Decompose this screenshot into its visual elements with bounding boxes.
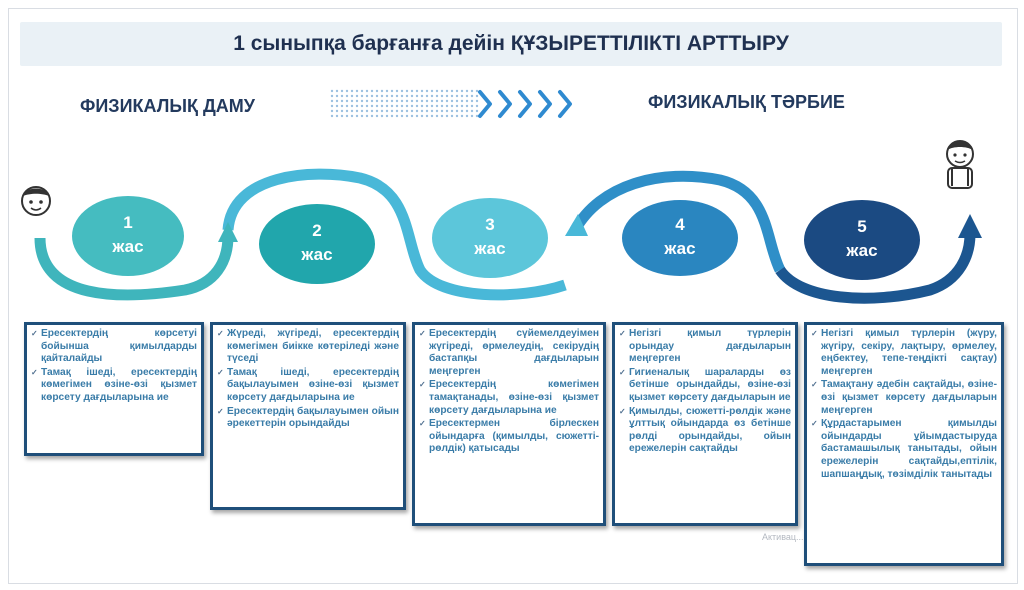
stage-4-unit: жас [663, 239, 695, 258]
arc-1-to-2 [34, 235, 234, 301]
arc-3-to-4 [570, 170, 786, 273]
list-item: Ересектердің көмегімен тамақтанады, өзін… [419, 379, 599, 417]
stage-1-list: Ересектердің көрсетуі бойынша қимылдарды… [31, 328, 197, 405]
stage-4-list: Негізгі қимыл түрлерін орындау дағдылары… [619, 328, 791, 456]
slide-title: 1 сыныпқа барғанға дейін ҚҰЗЫРЕТТІЛІКТІ … [233, 32, 789, 55]
stage-1: 1 жас [72, 196, 184, 276]
stage-4: 4 жас [622, 200, 738, 276]
stage-2-list: Жүреді, жүгіреді, ересектердің көмегімен… [217, 328, 399, 431]
stage-1-oval [72, 196, 184, 276]
stage-3-number: 3 [485, 215, 494, 234]
list-item: Тамақ ішеді, ересектердің бақылауымен өз… [217, 367, 399, 405]
stage-5-number: 5 [857, 217, 866, 236]
list-item: Ересектердің көрсетуі бойынша қимылдарды… [31, 328, 197, 366]
list-item: Ересектермен бірлескен ойындарға (қимылд… [419, 418, 599, 456]
list-item: Ересектердің сүйемелдеуімен жүгіреді, өр… [419, 328, 599, 378]
stage-4-number: 4 [675, 215, 685, 234]
stage-5-list: Негізгі қимыл түрлерін (жүру, жүгіру, се… [811, 328, 997, 481]
stage-4-oval [622, 200, 738, 276]
arrow-head-2 [565, 214, 588, 236]
stage-1-number: 1 [123, 213, 132, 232]
stage-2: 2 жас [259, 204, 375, 284]
stage-3-unit: жас [473, 239, 505, 258]
stage-3-list: Ересектердің сүйемелдеуімен жүгіреді, өр… [419, 328, 599, 456]
stage-1-box: Ересектердің көрсетуі бойынша қимылдарды… [24, 322, 204, 456]
stage-5-oval [804, 200, 920, 280]
watermark-text: Активац... [762, 532, 804, 542]
arc-4-to-5 [775, 233, 976, 304]
stage-2-number: 2 [312, 221, 321, 240]
child-face-icon [21, 186, 51, 216]
list-item: Тамақ ішеді, ересектердің көмегімен өзін… [31, 367, 197, 405]
stage-2-oval [259, 204, 375, 284]
stage-5-unit: жас [845, 241, 877, 260]
arrow-heads [218, 214, 982, 242]
heading-physical-development: ФИЗИКАЛЫҚ ДАМУ [80, 96, 255, 116]
list-item: Қимылды, сюжетті-рөлдік және ұлттық ойын… [619, 406, 791, 456]
list-item: Негізгі қимыл түрлерін орындау дағдылары… [619, 328, 791, 366]
list-item: Гигиеналық шараларды өз бетінше орындайд… [619, 367, 791, 405]
stage-1-unit: жас [111, 237, 143, 256]
chevron-arrows-icon [478, 90, 572, 118]
list-item: Тамақтану әдебін сақтайды, өзіне-өзі қыз… [811, 379, 997, 417]
stage-2-box: Жүреді, жүгіреді, ересектердің көмегімен… [210, 322, 406, 510]
list-item: Құрдастарымен қимылды ойындарды ұйымдаст… [811, 418, 997, 481]
stage-3-oval [432, 198, 548, 278]
arrow-head-3 [958, 214, 982, 238]
title-bar: 1 сыныпқа барғанға дейін ҚҰЗЫРЕТТІЛІКТІ … [20, 22, 1002, 66]
arrow-head-1 [218, 222, 238, 242]
list-item: Жүреді, жүгіреді, ересектердің көмегімен… [217, 328, 399, 366]
flow-arcs [34, 168, 976, 304]
stage-4-box: Негізгі қимыл түрлерін орындау дағдылары… [612, 322, 798, 526]
stage-3: 3 жас [432, 198, 548, 278]
dotted-band [330, 89, 479, 118]
stage-5-box: Негізгі қимыл түрлерін (жүру, жүгіру, се… [804, 322, 1004, 566]
stage-2-unit: жас [300, 245, 332, 264]
stage-ovals: 1 жас 2 жас 3 жас 4 жас 5 жас [72, 196, 920, 284]
schoolchild-icon [946, 140, 974, 189]
arc-2-to-3 [222, 168, 567, 301]
list-item: Негізгі қимыл түрлерін (жүру, жүгіру, се… [811, 328, 997, 378]
heading-physical-education: ФИЗИКАЛЫҚ ТӘРБИЕ [648, 92, 845, 112]
list-item: Ересектердің бақылауымен ойын әрекеттері… [217, 406, 399, 431]
stage-3-box: Ересектердің сүйемелдеуімен жүгіреді, өр… [412, 322, 606, 526]
stage-5: 5 жас [804, 200, 920, 280]
